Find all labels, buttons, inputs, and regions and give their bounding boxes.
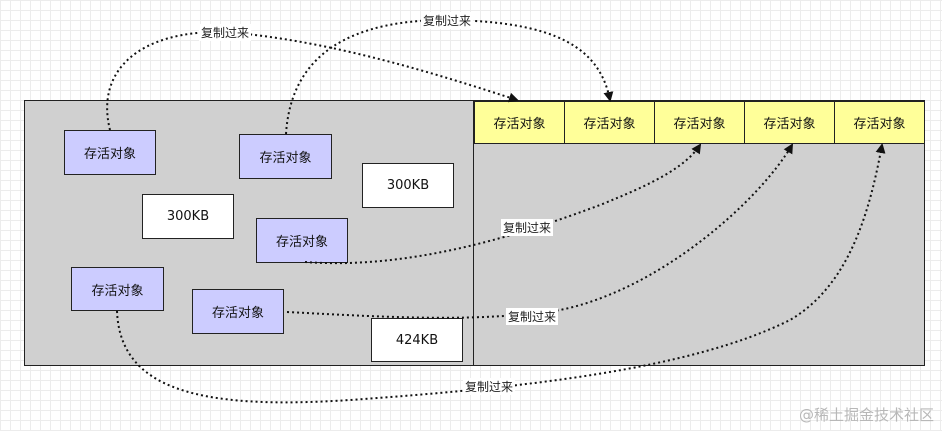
free-block-3: 424KB bbox=[371, 318, 463, 362]
copy-arrow-1 bbox=[106, 30, 519, 131]
copy-arrow-4 bbox=[286, 143, 794, 319]
free-block-2: 300KB bbox=[142, 194, 234, 239]
copy-arrow-5 bbox=[116, 143, 886, 404]
copy-label-2: 复制过来 bbox=[421, 12, 474, 29]
target-slot-2: 存活对象 bbox=[564, 101, 655, 144]
target-slot-4: 存活对象 bbox=[744, 101, 835, 144]
copy-label-5: 复制过来 bbox=[463, 378, 516, 395]
live-object-4: 存活对象 bbox=[71, 267, 164, 311]
copy-label-3: 复制过来 bbox=[501, 219, 554, 236]
watermark: @稀土掘金技术社区 bbox=[798, 406, 934, 424]
copy-label-4: 复制过来 bbox=[506, 308, 559, 325]
live-object-3: 存活对象 bbox=[256, 218, 348, 263]
free-block-1: 300KB bbox=[362, 163, 454, 208]
live-object-5: 存活对象 bbox=[192, 289, 284, 334]
target-slot-5: 存活对象 bbox=[834, 101, 925, 144]
live-object-2: 存活对象 bbox=[239, 134, 332, 179]
copy-arrow-2 bbox=[285, 18, 614, 135]
copy-arrow-3 bbox=[304, 143, 702, 265]
live-object-1: 存活对象 bbox=[64, 130, 156, 175]
copy-label-1: 复制过来 bbox=[199, 24, 252, 41]
